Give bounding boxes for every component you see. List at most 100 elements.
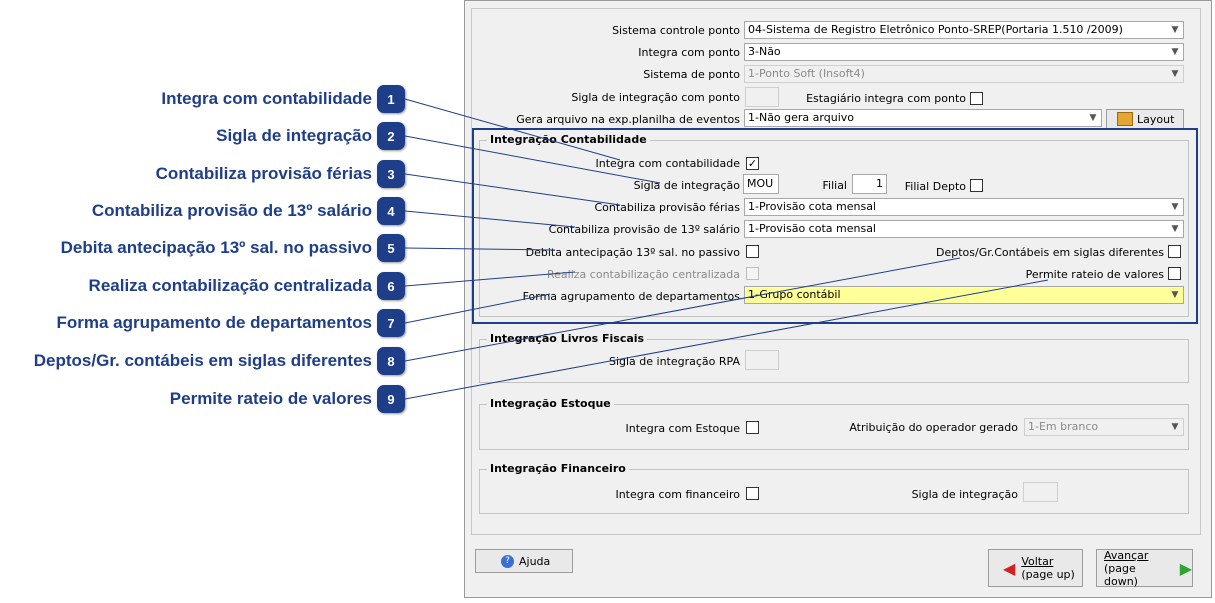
chevron-down-icon: ▼ [1171,202,1179,212]
integra-contabilidade-label: Integra com contabilidade [595,157,740,170]
livros-group [479,339,1189,383]
provisao-13-label: Contabiliza provisão de 13º salário [548,223,740,236]
sigla-ponto-field[interactable] [745,87,779,107]
rateio-checkbox[interactable] [1168,267,1181,280]
callout-badge-7: 7 [377,309,405,337]
sigla-ponto-label: Sigla de integração com ponto [571,91,740,104]
connector-8 [404,257,961,362]
ajuda-button[interactable]: ? Ajuda [475,549,573,573]
callout-badge-5: 5 [377,234,405,262]
avancar-hint: (page down) [1104,561,1138,588]
callout-text-4: Contabiliza provisão de 13º salário [91,201,372,220]
sigla-financeiro-label: Sigla de integração [911,488,1018,501]
estagiario-checkbox[interactable] [970,92,983,105]
connector-5 [404,247,556,251]
callout-badge-3: 3 [377,160,405,188]
filial-depto-checkbox[interactable] [970,179,983,192]
arrow-right-icon: ▶ [1179,558,1192,578]
integra-contabilidade-checkbox[interactable]: ✓ [746,157,759,170]
atribuicao-operador-select: 1-Em branco▼ [1024,418,1184,436]
filial-field[interactable]: 1 [852,174,887,194]
callout-badge-1: 1 [377,85,405,113]
sistema-ponto-select: 1-Ponto Soft (Insoft4)▼ [744,65,1184,83]
estoque-title: Integração Estoque [487,397,614,410]
sigla-rpa-label: Sigla de integração RPA [608,355,740,368]
integra-ponto-select[interactable]: 3-Não▼ [744,43,1184,61]
callout-text-8: Deptos/Gr. contábeis em siglas diferente… [33,351,372,370]
callout-text-1: Integra com contabilidade [161,89,372,108]
filial-label: Filial [822,179,848,192]
connector-4 [404,210,576,228]
chevron-down-icon: ▼ [1171,25,1179,35]
callout-text-3: Contabiliza provisão férias [155,164,372,183]
realiza-centralizada-checkbox [746,267,759,280]
filial-depto-label: Filial Depto [904,180,966,193]
sistema-ponto-label: Sistema de ponto [643,68,740,81]
chevron-down-icon: ▼ [1171,69,1179,79]
rateio-label: Permite rateio de valores [1025,268,1164,281]
deptos-siglas-label: Deptos/Gr.Contábeis em siglas diferentes [936,246,1164,259]
callout-badge-9: 9 [377,385,405,413]
callout-text-6: Realiza contabilização centralizada [88,276,372,295]
chevron-down-icon: ▼ [1171,422,1179,432]
provisao-13-select[interactable]: 1-Provisão cota mensal▼ [744,220,1184,238]
livros-title: Integração Livros Fiscais [487,332,648,345]
integra-financeiro-label: Integra com financeiro [615,488,740,501]
realiza-centralizada-label: Realiza contabilização centralizada [547,268,740,281]
sigla-rpa-field[interactable] [745,350,779,370]
sigla-integracao-field[interactable]: MOU [743,174,779,194]
atribuicao-operador-label: Atribuição do operador gerado [849,421,1018,434]
voltar-label: Voltar [1021,555,1054,568]
arrow-left-icon: ◀ [1003,558,1016,578]
connector-7 [404,293,551,324]
provisao-ferias-select[interactable]: 1-Provisão cota mensal▼ [744,198,1184,216]
callout-text-2: Sigla de integração [216,126,372,145]
connector-6 [404,271,576,287]
gera-arquivo-select[interactable]: 1-Não gera arquivo▼ [744,109,1102,127]
voltar-hint: (page up) [1021,568,1075,581]
integra-estoque-checkbox[interactable] [746,421,759,434]
chevron-down-icon: ▼ [1171,290,1179,300]
connector-3 [404,173,621,206]
provisao-ferias-label: Contabiliza provisão férias [594,201,740,214]
integra-ponto-label: Integra com ponto [638,46,740,59]
settings-panel [471,8,1201,535]
highlight-box [472,128,1198,324]
estoque-group [479,404,1189,450]
deptos-siglas-checkbox[interactable] [1168,245,1181,258]
chevron-down-icon: ▼ [1089,113,1097,123]
connector-2 [404,135,661,184]
debita-antecipacao-label: Debita antecipação 13º sal. no passivo [525,246,740,259]
chevron-down-icon: ▼ [1171,224,1179,234]
callout-text-9: Permite rateio de valores [169,389,372,408]
help-icon: ? [501,554,514,568]
forma-agrupamento-select[interactable]: 1-Grupo contábil▼ [744,286,1184,304]
financeiro-title: Integração Financeiro [487,462,629,475]
voltar-button[interactable]: ◀ Voltar (page up) [988,549,1083,587]
connector-9 [404,279,1049,400]
layout-icon [1117,112,1133,126]
callout-text-7: Forma agrupamento de departamentos [56,313,372,332]
gera-arquivo-label: Gera arquivo na exp.planilha de eventos [516,113,740,126]
callout-badge-4: 4 [377,197,405,225]
sistema-controle-ponto-label: Sistema controle ponto [612,24,740,37]
callout-text-5: Debita antecipação 13º sal. no passivo [60,238,372,257]
avancar-label: Avançar [1104,548,1149,562]
contabilidade-title: Integração Contabilidade [487,133,650,146]
connector-1 [404,98,621,161]
contabilidade-group [479,140,1189,317]
callout-badge-2: 2 [377,122,405,150]
sistema-controle-ponto-select[interactable]: 04-Sistema de Registro Eletrônico Ponto-… [744,21,1184,39]
financeiro-group [479,469,1189,514]
debita-antecipacao-checkbox[interactable] [746,245,759,258]
chevron-down-icon: ▼ [1171,47,1179,57]
integra-financeiro-checkbox[interactable] [746,487,759,500]
callout-badge-8: 8 [377,347,405,375]
avancar-button[interactable]: Avançar (page down) ▶ [1096,548,1193,588]
sigla-financeiro-field[interactable] [1023,482,1058,502]
forma-agrupamento-label: Forma agrupamento de departamentos [522,290,740,303]
estagiario-label: Estagiário integra com ponto [806,92,966,105]
integra-estoque-label: Integra com Estoque [625,422,740,435]
sigla-integracao-label: Sigla de integração [633,179,740,192]
